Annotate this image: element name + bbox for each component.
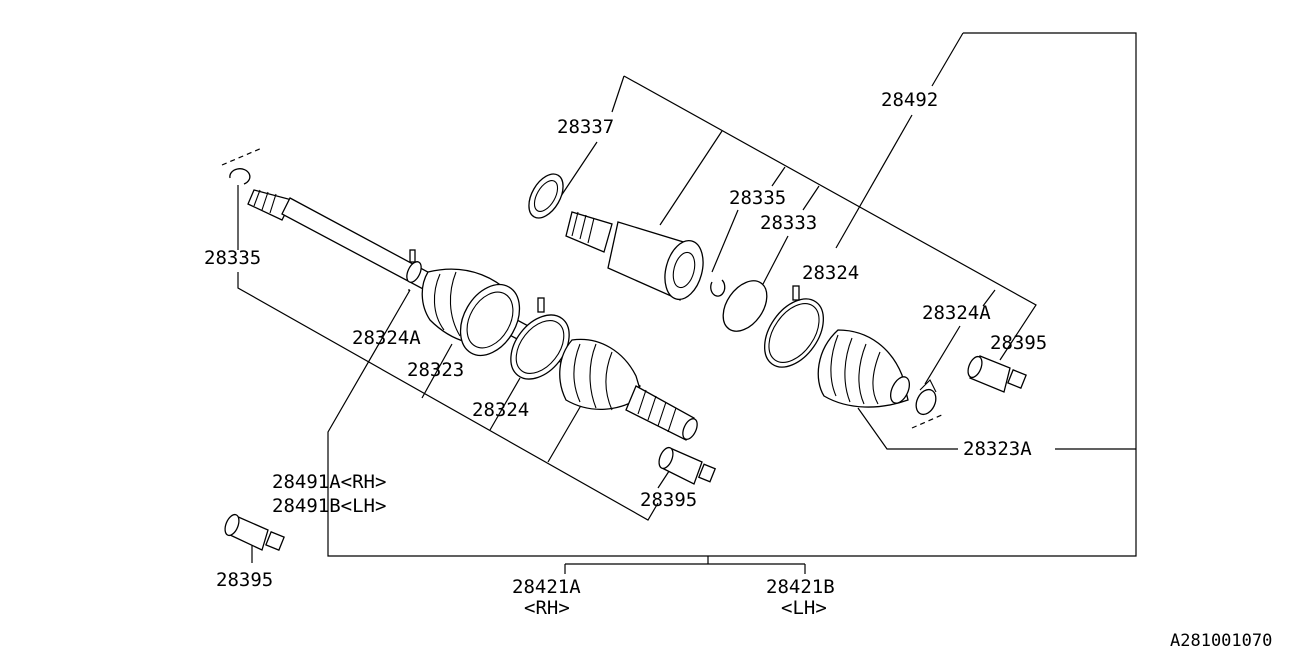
label-28324-left: 28324 (472, 399, 529, 421)
label-28324A-right: 28324A (922, 302, 991, 324)
label-28421A: 28421A (512, 576, 581, 598)
diagram-id: A281001070 (1170, 631, 1272, 651)
label-28323A: 28323A (963, 438, 1032, 460)
label-28421A-side: <RH> (524, 597, 570, 619)
part-28333-o-ring (722, 280, 768, 332)
part-28395-cap-mid (658, 446, 717, 485)
part-28395-cap-bottom (224, 513, 285, 551)
part-28337-ring (528, 173, 564, 219)
label-28333: 28333 (760, 212, 817, 234)
label-28335-right: 28335 (729, 187, 786, 209)
leader-lines (221, 32, 1137, 574)
part-inner-boot (421, 268, 521, 357)
part-outer-boot (559, 338, 643, 411)
part-28395-cap-right (967, 355, 1027, 393)
part-28324A-clip-right (915, 379, 937, 416)
part-28335-clip-right (710, 279, 726, 297)
drive-shaft-assembly (224, 168, 717, 551)
label-28395-bottom: 28395 (216, 569, 273, 591)
label-28335-left: 28335 (204, 247, 261, 269)
label-28323: 28323 (407, 359, 464, 381)
part-shaft-spline-end (247, 189, 293, 221)
part-outer-joint (565, 211, 704, 301)
label-28421B: 28421B (766, 576, 835, 598)
part-28324-band-right (763, 285, 825, 368)
label-28491B: 28491B<LH> (272, 495, 386, 517)
label-28324A-left: 28324A (352, 327, 421, 349)
part-shaft-band (406, 249, 422, 283)
part-28324-band-left (510, 297, 570, 380)
label-28395-mid: 28395 (640, 489, 697, 511)
label-28324-right: 28324 (802, 262, 859, 284)
part-28323A-boot (817, 329, 911, 408)
outer-cv-joint-assembly (528, 173, 1027, 416)
label-28421B-side: <LH> (781, 597, 827, 619)
part-outer-stub (625, 385, 698, 441)
label-28395-right: 28395 (990, 332, 1047, 354)
label-28492: 28492 (881, 89, 938, 111)
label-28491A: 28491A<RH> (272, 471, 386, 493)
part-28335-clip-left (229, 168, 251, 185)
label-28337: 28337 (557, 116, 614, 138)
part-labels: 28492 28337 28335 28333 28324 28324A 283… (204, 89, 1272, 651)
